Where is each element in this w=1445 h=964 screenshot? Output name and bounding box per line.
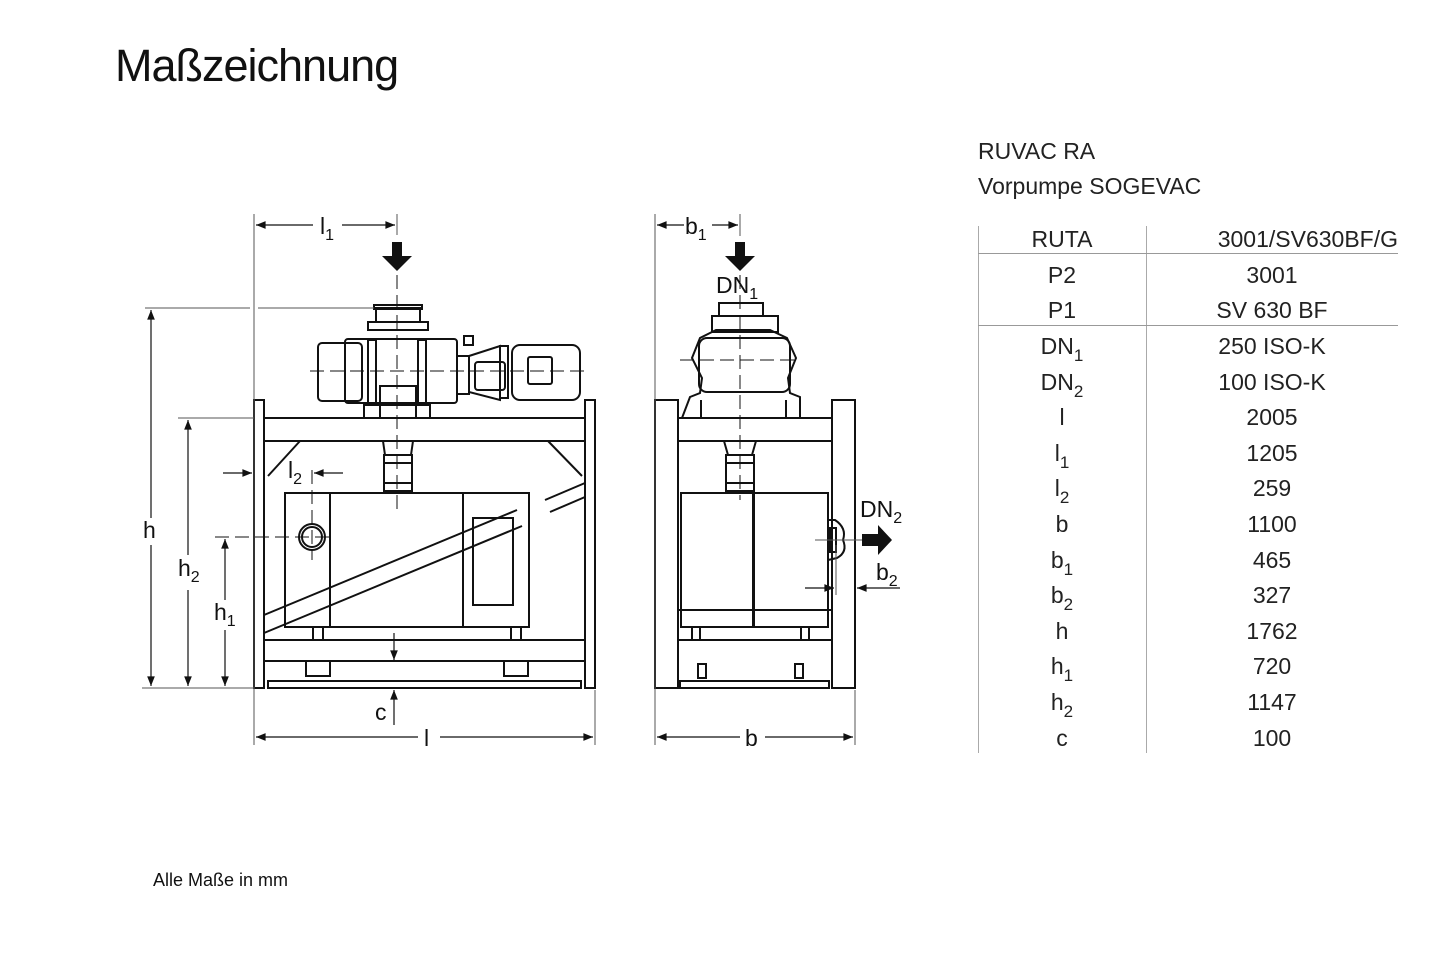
dimension-key-subscript: 2 xyxy=(1063,595,1074,615)
dimension-key-subscript: 1 xyxy=(1063,666,1074,686)
dimension-key: b xyxy=(1055,511,1069,538)
dimension-key: l xyxy=(1059,404,1065,431)
table-divider-2 xyxy=(978,325,1398,326)
table-divider-1 xyxy=(978,253,1398,254)
page-title: Maßzeichnung xyxy=(115,40,399,91)
base-beam xyxy=(263,639,586,662)
dimension-key: c xyxy=(1056,724,1068,751)
dimension-key: b2 xyxy=(1050,582,1074,615)
sogevac-pump-body xyxy=(284,492,530,628)
dimension-key: h xyxy=(1055,617,1069,644)
dimension-key: h2 xyxy=(1050,689,1074,722)
table-row: l 2005 xyxy=(978,400,1398,436)
side-post-right xyxy=(831,399,856,689)
dimension-key-subscript: 2 xyxy=(1073,381,1084,401)
dimension-value: 1762 xyxy=(1246,617,1298,644)
dimension-key-subscript: 2 xyxy=(1059,488,1070,508)
table-row: h2 1147 xyxy=(978,685,1398,721)
backing-pump-name: Vorpumpe SOGEVAC xyxy=(978,173,1202,199)
dim-label-h1: h1 xyxy=(214,599,236,630)
dimension-key: DN2 xyxy=(1040,368,1084,401)
units-note: Alle Maße in mm xyxy=(153,870,289,890)
table-header-value: 3001/SV630BF/G xyxy=(1217,226,1398,253)
dimension-value: 720 xyxy=(1252,653,1292,680)
dimension-value: 100 ISO-K xyxy=(1218,368,1326,395)
dim-label-b: b xyxy=(745,725,758,751)
dim-label-h2: h2 xyxy=(178,555,200,586)
table-row: l1 1205 xyxy=(978,436,1398,472)
dimension-key-subscript: 1 xyxy=(1063,559,1074,579)
outlet-arrow-icon xyxy=(862,525,892,555)
dim-label-b1: b1 xyxy=(685,213,707,244)
table-row: P2 3001 xyxy=(978,258,1398,294)
dim-label-l2: l2 xyxy=(288,457,302,488)
dim-label-l1: l1 xyxy=(320,213,334,244)
dim-label-dn1: DN1 xyxy=(716,272,758,303)
dimension-value: 100 xyxy=(1252,724,1292,751)
dimension-key: P1 xyxy=(1047,297,1077,324)
dimension-key: DN1 xyxy=(1040,333,1084,366)
table-row: h 1762 xyxy=(978,614,1398,650)
inlet-arrow-side-icon xyxy=(725,242,755,271)
frame-post-left xyxy=(253,399,265,689)
dimension-value: 1205 xyxy=(1246,439,1298,466)
dimension-value: 250 ISO-K xyxy=(1218,333,1326,360)
table-row: P1 SV 630 BF xyxy=(978,293,1398,329)
table-header-key: RUTA xyxy=(1031,226,1093,253)
dimension-key: b1 xyxy=(1050,546,1074,579)
dimension-value: 259 xyxy=(1252,475,1292,502)
table-row: DN1 250 ISO-K xyxy=(978,329,1398,365)
model-name: RUVAC RA xyxy=(978,138,1096,164)
table-row: b1 465 xyxy=(978,542,1398,578)
table-row: b2 327 xyxy=(978,578,1398,614)
table-row: b 1100 xyxy=(978,507,1398,543)
dimension-key-subscript: 1 xyxy=(1073,346,1084,366)
side-view xyxy=(654,302,856,689)
dimension-key: l1 xyxy=(1054,439,1070,472)
dimension-value: SV 630 BF xyxy=(1216,297,1328,324)
dim-label-b2: b2 xyxy=(876,559,898,590)
dimension-value: 327 xyxy=(1252,582,1292,609)
dimension-key: l2 xyxy=(1054,475,1070,508)
frame-post-right xyxy=(584,399,596,689)
dimension-value: 1100 xyxy=(1247,511,1297,538)
table-border-left xyxy=(978,226,979,753)
dimension-key: h1 xyxy=(1050,653,1074,686)
side-post-left xyxy=(654,399,679,689)
table-row: l2 259 xyxy=(978,471,1398,507)
table-row: h1 720 xyxy=(978,649,1398,685)
inlet-arrow-icon xyxy=(382,242,412,271)
dimension-key-subscript: 2 xyxy=(1063,702,1074,722)
table-row: DN2 100 ISO-K xyxy=(978,364,1398,400)
dimension-value: 3001 xyxy=(1246,261,1298,288)
dimension-key: P2 xyxy=(1047,261,1077,288)
dimension-value: 2005 xyxy=(1246,404,1298,431)
front-view xyxy=(253,304,596,689)
dim-label-dn2: DN2 xyxy=(860,496,902,527)
dimension-value: 1147 xyxy=(1247,689,1297,716)
table-row: c 100 xyxy=(978,720,1398,756)
table-column-divider xyxy=(1146,226,1147,753)
dimension-key-subscript: 1 xyxy=(1059,452,1070,472)
dim-label-c: c xyxy=(375,699,387,725)
dim-label-l: l xyxy=(424,725,429,751)
dim-label-h: h xyxy=(143,517,156,543)
dimension-value: 465 xyxy=(1252,546,1292,573)
top-beam xyxy=(263,417,586,442)
table-header-row: RUTA 3001/SV630BF/G xyxy=(978,222,1398,258)
